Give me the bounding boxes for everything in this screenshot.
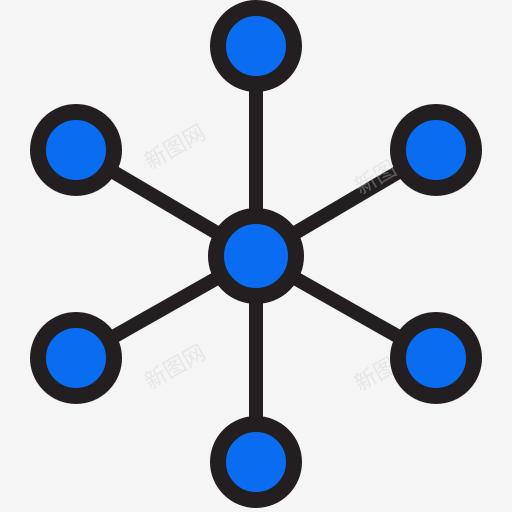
node-upper-right bbox=[390, 104, 482, 196]
node-lower-left bbox=[30, 312, 122, 404]
watermark-text: 新图网 bbox=[141, 121, 211, 176]
node-hub bbox=[208, 208, 304, 304]
node-upper-left bbox=[30, 104, 122, 196]
node-lower-right bbox=[390, 312, 482, 404]
watermark-text: 新图网 bbox=[141, 341, 211, 396]
node-top bbox=[210, 0, 302, 92]
network-nodes bbox=[30, 0, 482, 508]
node-bottom bbox=[210, 416, 302, 508]
